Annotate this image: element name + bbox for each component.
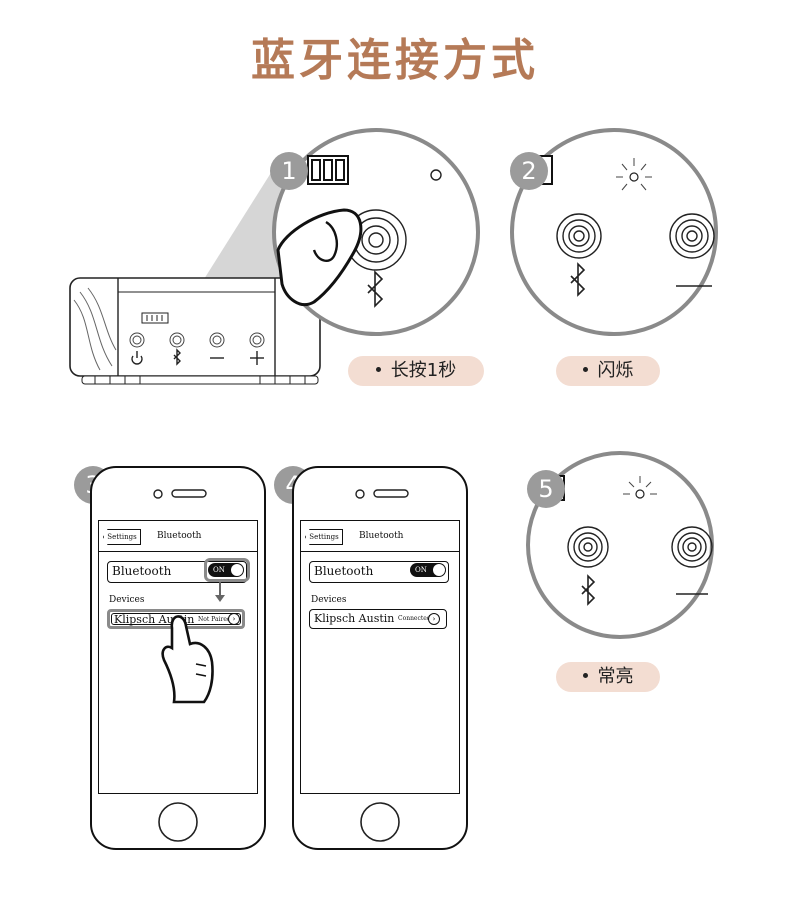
info-chevron-icon[interactable]: ›: [428, 613, 440, 625]
nav-title: Bluetooth: [157, 531, 202, 541]
bluetooth-toggle[interactable]: ON: [410, 563, 446, 577]
settings-back-button[interactable]: Settings: [103, 529, 141, 545]
toggle-highlight: [204, 558, 250, 582]
device-row-klipsch[interactable]: Klipsch Austin Connected ›: [309, 609, 447, 629]
phone-chrome: [355, 489, 409, 842]
zoom-circle-1: [272, 128, 480, 336]
camera-icon: [153, 489, 163, 499]
devices-header: Devices: [109, 595, 145, 605]
zoom-circle-2: [510, 128, 718, 336]
device-status: Connected: [398, 615, 431, 622]
power-icon: [131, 355, 143, 365]
step-badge-2: 2: [510, 152, 548, 190]
nav-divider: [301, 551, 459, 552]
devices-header: Devices: [311, 595, 347, 605]
phone-screen: Settings Bluetooth Bluetooth ON Devices …: [300, 520, 460, 794]
page-title: 蓝牙连接方式: [251, 35, 539, 86]
nav-title: Bluetooth: [359, 531, 404, 541]
bluetooth-icon: [581, 574, 596, 606]
phone-step-4: Settings Bluetooth Bluetooth ON Devices …: [292, 466, 468, 850]
nav-divider: [99, 551, 257, 552]
toggle-knob: [433, 564, 445, 576]
step-caption-5: 常亮: [556, 662, 660, 692]
zoom-circle-5: [526, 451, 714, 639]
phone-screen: Settings Bluetooth Bluetooth ON Devices …: [98, 520, 258, 794]
step-caption-1: 长按1秒: [348, 356, 484, 386]
step-badge-1: 1: [270, 152, 308, 190]
step-caption-2: 闪烁: [556, 356, 660, 386]
info-chevron-icon[interactable]: ›: [228, 613, 240, 625]
bluetooth-label: Bluetooth: [112, 564, 172, 578]
bluetooth-icon: [570, 262, 586, 297]
camera-icon: [355, 489, 365, 499]
step-badge-5: 5: [527, 470, 565, 508]
finger-icon: [161, 615, 214, 704]
bluetooth-row: Bluetooth ON: [107, 558, 250, 583]
bluetooth-toggle[interactable]: ON: [208, 563, 244, 577]
phone-step-3: Settings Bluetooth Bluetooth ON Devices …: [90, 466, 266, 850]
speaker-body: [69, 277, 321, 385]
bluetooth-icon: [173, 348, 181, 366]
phone-chrome: [153, 489, 207, 842]
bluetooth-icon: [367, 270, 384, 308]
speaker-slot-icon: [373, 489, 409, 498]
bluetooth-label: Bluetooth: [314, 564, 374, 578]
home-button-icon: [158, 802, 198, 842]
step3-overlay: [161, 582, 225, 704]
device-name: Klipsch Austin: [314, 612, 395, 625]
device-status: Not Paired: [198, 616, 231, 623]
settings-back-button[interactable]: Settings: [305, 529, 343, 545]
speaker-slot-icon: [171, 489, 207, 498]
toggle-knob: [231, 564, 243, 576]
bluetooth-row: Bluetooth ON: [309, 561, 449, 583]
home-button-icon: [360, 802, 400, 842]
